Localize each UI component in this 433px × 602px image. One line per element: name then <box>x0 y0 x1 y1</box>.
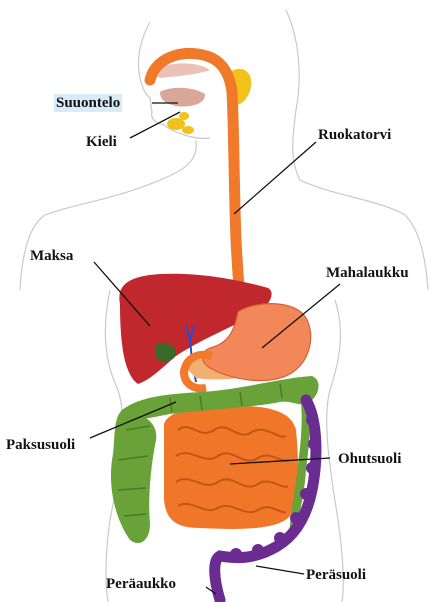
label-maksa: Maksa <box>30 247 73 265</box>
small-intestine-shape <box>164 406 298 529</box>
label-suuontelo: Suuontelo <box>54 94 122 112</box>
label-kieli: Kieli <box>86 133 117 151</box>
label-ohutsuoli: Ohutsuoli <box>338 450 401 468</box>
tongue-shape <box>160 88 205 107</box>
label-peraaukko: Peräaukko <box>106 575 176 593</box>
label-ruokatorvi: Ruokatorvi <box>318 126 391 144</box>
label-perasuoli: Peräsuoli <box>306 566 366 584</box>
label-mahalaukku: Mahalaukku <box>326 264 409 282</box>
label-paksusuoli: Paksusuoli <box>6 436 75 454</box>
